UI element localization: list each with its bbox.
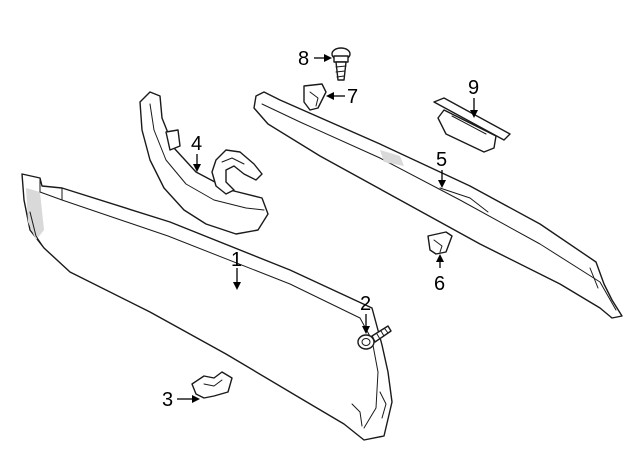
callout-leaders	[177, 54, 478, 403]
callout-8: 8	[298, 48, 309, 70]
callout-9: 9	[468, 77, 479, 99]
part-6-retainer-clip	[427, 231, 453, 255]
callout-1: 1	[231, 249, 242, 271]
callout-4: 4	[191, 133, 202, 155]
callout-3: 3	[162, 389, 173, 411]
part-1-sill-trim-panel	[21, 173, 393, 441]
callout-5: 5	[436, 149, 447, 171]
part-4-end-cap	[139, 91, 269, 235]
part-7-retainer-clip	[303, 83, 327, 111]
callout-7: 7	[347, 86, 358, 108]
part-5-upper-moulding	[253, 91, 623, 319]
part-8-bolt	[331, 47, 351, 81]
part-2-screw	[357, 325, 392, 350]
part-9-clip-box	[433, 97, 511, 153]
callout-2: 2	[360, 293, 371, 315]
callout-6: 6	[434, 273, 445, 295]
part-3-clip-bracket	[191, 371, 233, 399]
